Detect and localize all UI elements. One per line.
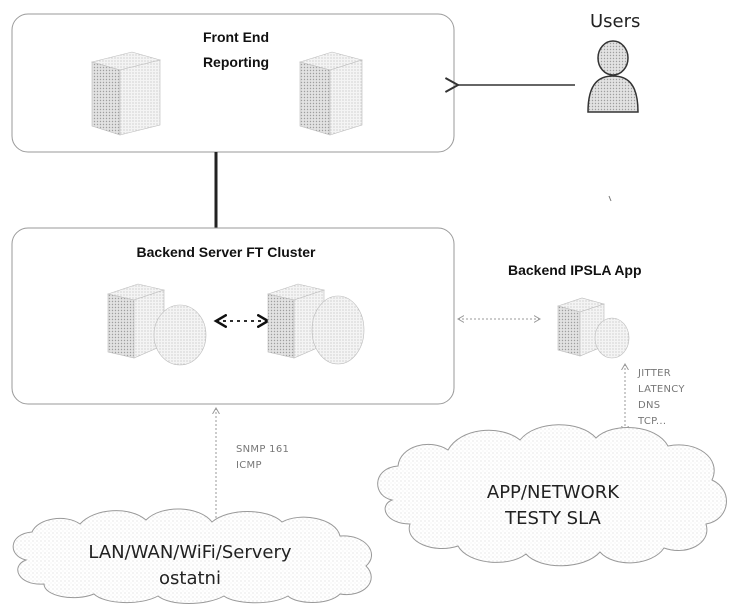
app-network-cloud: APP/NETWORK TESTY SLA — [377, 424, 727, 567]
app-cloud-label-line2: TESTY SLA — [504, 508, 601, 529]
front-end-label-line2: Reporting — [203, 54, 269, 70]
sla-metric-label: TCP... — [637, 416, 666, 427]
server-icon — [90, 51, 162, 136]
cluster-server-icon — [266, 283, 365, 365]
app-cloud-label-line1: APP/NETWORK — [487, 482, 620, 503]
lan-cloud-label-line2: ostatni — [159, 568, 221, 589]
sla-metric-label: JITTER — [637, 368, 671, 379]
server-icon — [298, 51, 364, 136]
lan-cloud-label-line1: LAN/WAN/WiFi/Servery — [88, 542, 291, 563]
users-node: Users — [587, 11, 640, 113]
backend-cluster-label: Backend Server FT Cluster — [137, 244, 317, 260]
backend-ipsla-label: Backend IPSLA App — [508, 262, 642, 278]
icmp-label: ICMP — [236, 460, 262, 471]
sla-metric-label: LATENCY — [638, 384, 685, 395]
front-end-reporting-box: Front End Reporting — [11, 13, 455, 153]
ipsla-server-icon — [556, 297, 630, 359]
stray-mark — [608, 195, 612, 202]
cluster-server-icon — [106, 283, 207, 366]
sla-metrics-labels: JITTER LATENCY DNS TCP... — [637, 368, 685, 427]
backend-cluster-box: Backend Server FT Cluster — [11, 227, 455, 405]
user-icon — [587, 40, 639, 113]
users-label: Users — [590, 11, 640, 32]
front-end-label-line1: Front End — [203, 29, 269, 45]
snmp-label: SNMP 161 — [236, 444, 289, 455]
sla-metric-label: DNS — [638, 400, 660, 411]
lan-wan-cloud: LAN/WAN/WiFi/Servery ostatni — [12, 508, 372, 604]
